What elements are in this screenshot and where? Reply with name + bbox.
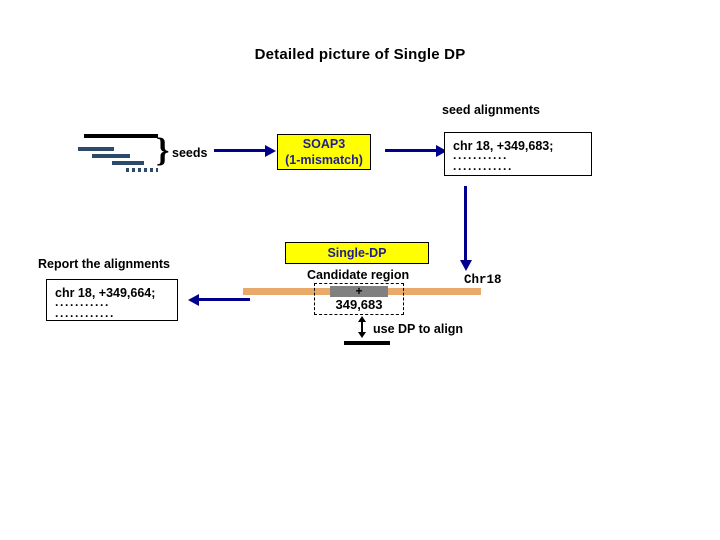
soap3-box-line1: SOAP3 bbox=[302, 137, 346, 151]
arrow-seeds-to-soap3 bbox=[214, 145, 278, 157]
seed-line-dots bbox=[126, 168, 158, 172]
dp-arrow-head-up bbox=[358, 316, 366, 322]
seeds-brace: } bbox=[156, 132, 170, 169]
candidate-region-caption: Candidate region bbox=[307, 268, 410, 282]
seed-alignments-caption: seed alignments bbox=[442, 103, 540, 117]
report-caption: Report the alignments bbox=[38, 257, 170, 271]
dp-arrow-shaft bbox=[361, 321, 363, 333]
soap3-box-line2: (1-mismatch) bbox=[285, 153, 363, 167]
arrow-head bbox=[188, 294, 199, 306]
seed-alignments-line2: ··········· bbox=[453, 151, 508, 165]
arrow-head bbox=[265, 145, 276, 157]
dp-arrow-head-down bbox=[358, 332, 366, 338]
seed-alignments-line1: chr 18, +349,683; bbox=[453, 139, 554, 153]
dp-note-label: use DP to align bbox=[373, 322, 464, 336]
dp-vertical-double-arrow bbox=[357, 316, 367, 338]
soap3-box[interactable]: SOAP3 (1-mismatch) bbox=[277, 134, 371, 170]
single-dp-box[interactable]: Single-DP bbox=[285, 242, 429, 264]
page-title: Detailed picture of Single DP bbox=[254, 46, 466, 63]
arrow-shaft bbox=[214, 149, 266, 152]
seeds-group bbox=[78, 130, 158, 172]
seed-line-2 bbox=[92, 154, 130, 158]
seed-line-reference bbox=[84, 134, 158, 138]
report-line1: chr 18, +349,664; bbox=[55, 286, 156, 300]
seed-line-3 bbox=[112, 161, 144, 165]
arrow-alignments-to-chromosome bbox=[460, 186, 472, 272]
candidate-region-outline[interactable] bbox=[314, 283, 404, 315]
report-line3: ············ bbox=[55, 309, 115, 323]
seed-alignments-line3: ············ bbox=[453, 162, 513, 176]
arrow-head bbox=[436, 145, 447, 157]
chromosome-label: Chr18 bbox=[464, 273, 502, 287]
arrow-shaft bbox=[385, 149, 437, 152]
report-line2: ··········· bbox=[55, 298, 110, 312]
single-dp-box-label: Single-DP bbox=[327, 246, 387, 260]
arrow-head bbox=[460, 260, 472, 271]
report-box[interactable]: chr 18, +349,664; ··········· ··········… bbox=[46, 279, 178, 323]
seed-line-1 bbox=[78, 147, 114, 151]
arrow-soap3-to-alignments bbox=[385, 145, 449, 157]
seed-alignments-box[interactable]: chr 18, +349,683; ··········· ··········… bbox=[444, 132, 592, 176]
arrow-candidate-to-report bbox=[188, 294, 252, 306]
candidate-region-position: 349,683 bbox=[335, 297, 383, 312]
arrow-shaft bbox=[464, 186, 467, 262]
candidate-strand-segment: + bbox=[330, 285, 388, 297]
arrow-shaft bbox=[198, 298, 250, 301]
seeds-label: seeds bbox=[172, 146, 208, 160]
dp-read-bar bbox=[344, 341, 390, 345]
